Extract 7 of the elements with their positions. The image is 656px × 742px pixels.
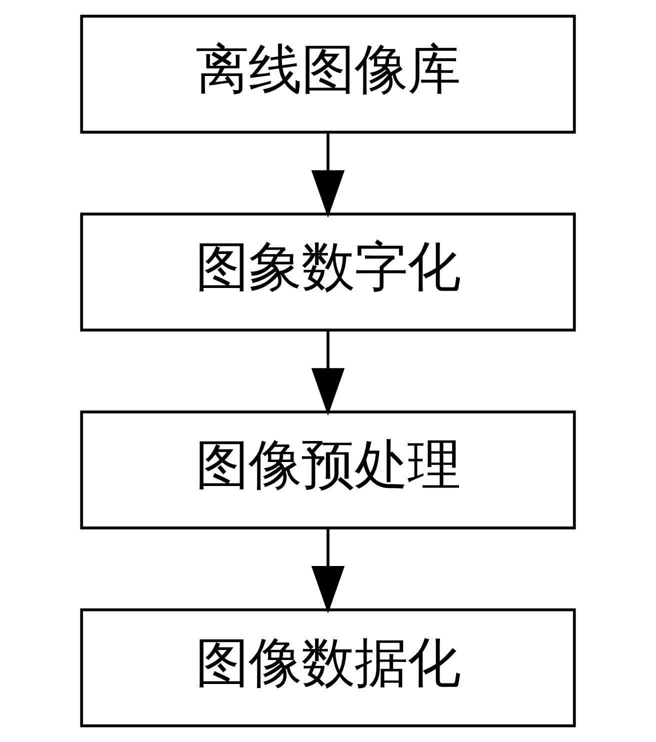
- node-box: 图像预处理: [80, 410, 576, 530]
- arrow: [311, 330, 345, 416]
- arrow: [311, 132, 345, 218]
- node-box: 离线图像库: [80, 14, 576, 134]
- node-box: 图像数据化: [80, 608, 576, 728]
- node-box: 图象数字化: [80, 212, 576, 332]
- arrow: [311, 528, 345, 614]
